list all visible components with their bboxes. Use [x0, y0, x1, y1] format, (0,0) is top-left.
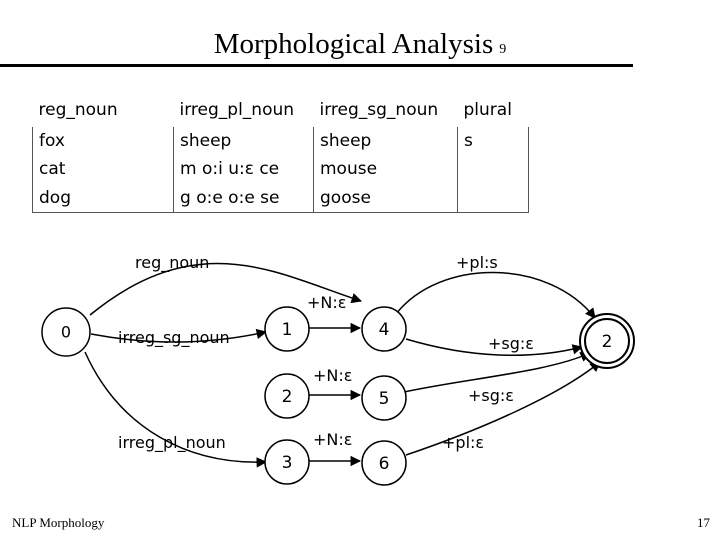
irreg-sg-noun-column: sheep mouse goose [313, 126, 458, 213]
lexicon-entry: g o:e o:e se [180, 187, 280, 208]
state-final-label: 2 [602, 332, 613, 352]
label-pl-eps: +pl:ε [442, 433, 484, 452]
footer-course: NLP Morphology [12, 515, 105, 530]
lexicon-entry: sheep [320, 130, 372, 151]
label-n-1-4: +N:ε [307, 293, 346, 312]
edge-5-final-sg [403, 352, 591, 393]
irreg-pl-noun-column: sheep m o:i u:ε ce g o:e o:e se [173, 126, 314, 213]
lexicon-entry: s [464, 130, 473, 151]
state-1: 1 [264, 306, 310, 352]
edge-4-final-sg [405, 338, 584, 357]
reg-noun-column: fox cat dog [32, 126, 174, 213]
state-5-circle [361, 375, 407, 421]
lexicon-entry: m o:i u:ε ce [180, 159, 280, 179]
state-5-label: 5 [379, 389, 390, 409]
edge-0-3-irreg-pl-noun [84, 351, 268, 468]
lexicon-table: reg_noun irreg_pl_noun irreg_sg_noun plu… [32, 94, 529, 213]
label-pl-s: +pl:s [456, 253, 498, 272]
lexicon-entry: sheep [180, 130, 232, 151]
label-irreg-sg-noun: irreg_sg_noun [118, 328, 230, 348]
label-n-3-6: +N:ε [313, 430, 352, 449]
state-3-label: 3 [282, 453, 293, 473]
slide-title: Morphological Analysis 9 [0, 28, 720, 61]
footer-page-number: 17 [697, 515, 710, 530]
state-6: 6 [361, 440, 407, 486]
edge-0-1-irreg-sg-noun [90, 328, 268, 343]
label-irreg-pl-noun: irreg_pl_noun [118, 433, 226, 453]
label-sg-4: +sg:ε [488, 334, 534, 353]
lexicon-header-row: reg_noun irreg_pl_noun irreg_sg_noun plu… [33, 94, 529, 127]
state-2-circle [264, 373, 310, 419]
edge-4-final-pl-s [395, 271, 596, 319]
state-0-circle [41, 307, 91, 357]
state-2: 2 [264, 373, 310, 419]
header-reg-noun: reg_noun [38, 100, 118, 120]
label-reg-noun: reg_noun [135, 253, 209, 273]
lexicon-entry: goose [320, 187, 371, 208]
lexicon-entry: fox [39, 130, 65, 151]
title-underline [0, 64, 633, 67]
state-6-label: 6 [379, 454, 390, 474]
plural-column: s [457, 126, 529, 213]
state-1-circle [264, 306, 310, 352]
state-0: 0 [41, 307, 91, 357]
lexicon-entry: mouse [320, 159, 378, 179]
state-final: 2 [579, 313, 635, 369]
header-irreg-pl-noun: irreg_pl_noun [179, 100, 295, 120]
state-4: 4 [361, 306, 407, 352]
state-5: 5 [361, 375, 407, 421]
header-irreg-sg-noun: irreg_sg_noun [319, 100, 439, 120]
lexicon-body-row: fox cat dog sheep m o:i u:ε ce g o:e o:e… [32, 126, 529, 213]
state-4-label: 4 [379, 320, 390, 340]
state-3: 3 [264, 439, 310, 485]
state-2-label: 2 [282, 387, 293, 407]
edge-6-final-pl [405, 361, 601, 456]
title-number: 9 [499, 42, 507, 57]
state-3-circle [264, 439, 310, 485]
state-final-inner-circle [584, 318, 630, 364]
state-4-circle [361, 306, 407, 352]
state-6-circle [361, 440, 407, 486]
title-text: Morphological Analysis [213, 28, 494, 60]
label-n-2-5: +N:ε [313, 366, 352, 385]
state-final-outer-circle [579, 313, 635, 369]
lexicon-entry: dog [39, 187, 71, 208]
header-plural: plural [463, 100, 512, 120]
lexicon-entry: cat [39, 159, 66, 179]
state-0-label: 0 [61, 323, 71, 342]
edge-0-4-reg-noun [89, 262, 362, 316]
state-1-label: 1 [282, 320, 293, 340]
label-sg-5: +sg:ε [468, 386, 514, 405]
